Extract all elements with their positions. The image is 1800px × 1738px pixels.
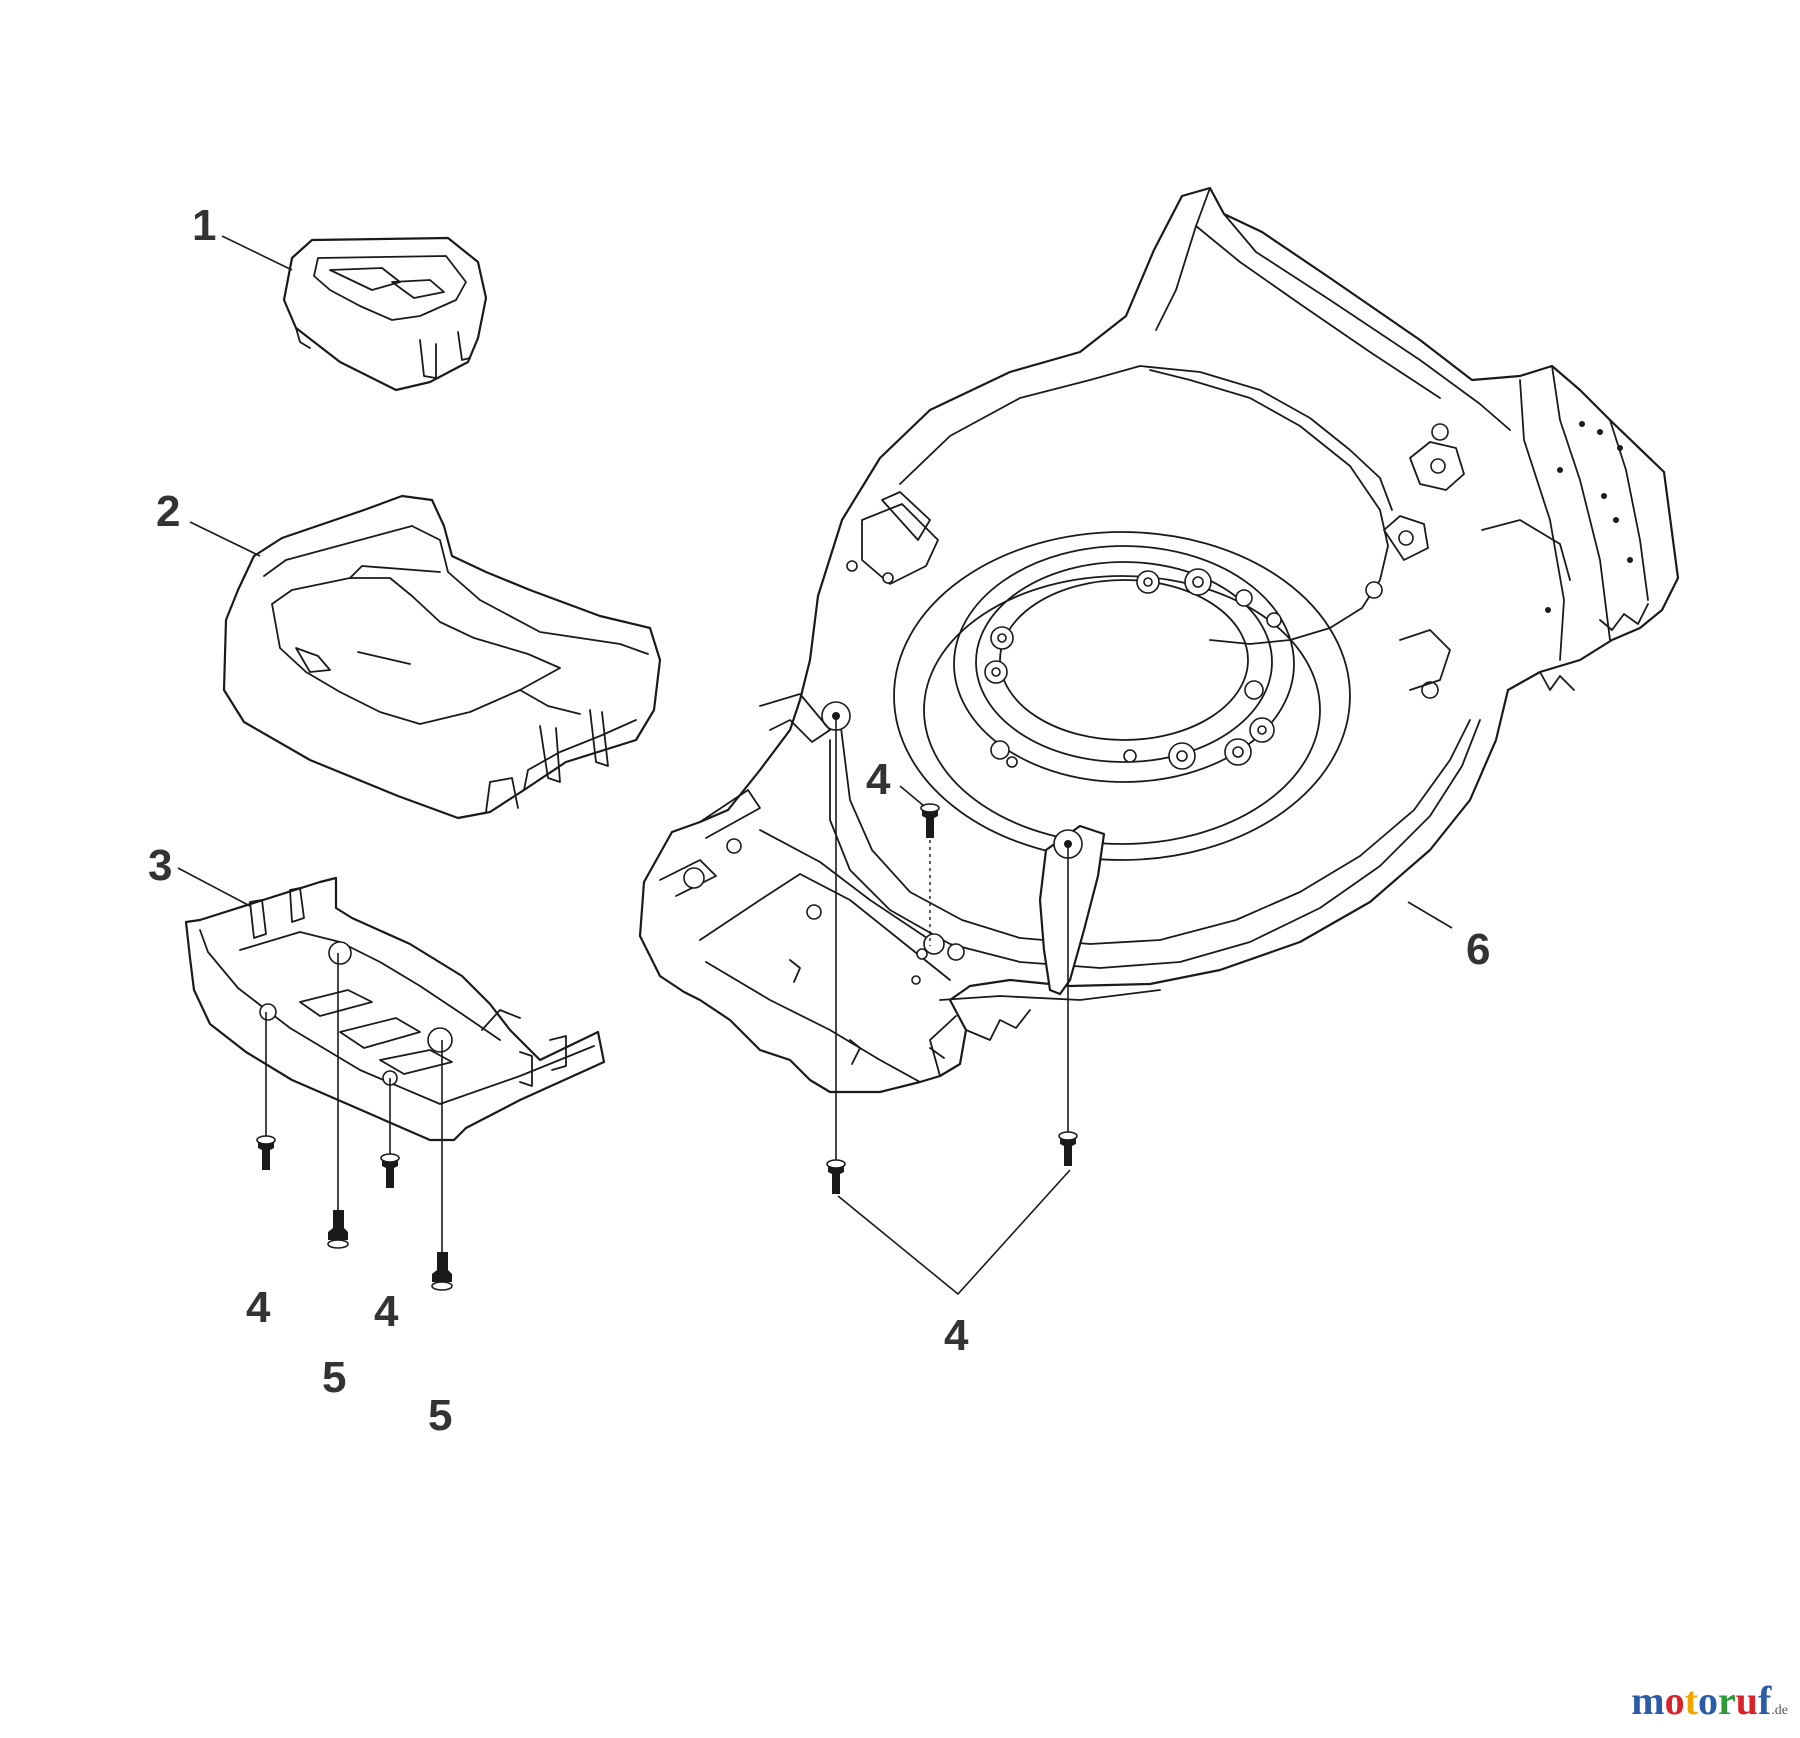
callout-6: 6 <box>1466 925 1490 974</box>
leader-6 <box>1407 901 1453 929</box>
logo-letter-u: u <box>1735 1678 1758 1723</box>
leader-4-bottom <box>837 1169 1071 1296</box>
callout-4-deck: 4 <box>866 755 891 804</box>
screw-plate-2 <box>327 953 349 1249</box>
part-3-mounting-plate <box>184 876 606 1142</box>
callout-4-plate-b: 4 <box>374 1287 399 1336</box>
part-2-cover <box>222 494 662 820</box>
callout-5-plate-a: 5 <box>322 1353 346 1402</box>
screw-deck-center <box>920 803 940 946</box>
logo-letter-o: o <box>1664 1678 1685 1723</box>
callout-5-plate-b: 5 <box>428 1391 452 1440</box>
logo-suffix: .de <box>1771 1703 1788 1718</box>
callout-3: 3 <box>148 841 172 890</box>
leader-1 <box>221 235 293 271</box>
motoruf-logo: motoruf.de <box>1631 1677 1788 1724</box>
screw-plate-3 <box>380 1078 400 1188</box>
part-1-handle-cap <box>282 236 488 392</box>
logo-letter-o: o <box>1697 1678 1718 1723</box>
callout-4-plate-a: 4 <box>246 1283 271 1332</box>
logo-letter-f: f <box>1757 1678 1772 1723</box>
screw-deck-right <box>1058 844 1078 1166</box>
callout-2: 2 <box>156 487 180 536</box>
screw-plate-4 <box>431 1040 453 1291</box>
screw-plate-1 <box>256 1012 276 1170</box>
screw-deck-left <box>826 716 846 1194</box>
part-6-mower-deck <box>638 186 1680 1094</box>
leader-2 <box>189 521 261 557</box>
callout-4-bottom: 4 <box>944 1311 969 1360</box>
logo-letter-t: t <box>1684 1678 1698 1723</box>
logo-letter-r: r <box>1717 1678 1736 1723</box>
leader-4-deck <box>899 785 925 807</box>
logo-letter-m: m <box>1631 1678 1665 1723</box>
callout-1: 1 <box>192 201 216 250</box>
leader-3 <box>177 867 251 907</box>
